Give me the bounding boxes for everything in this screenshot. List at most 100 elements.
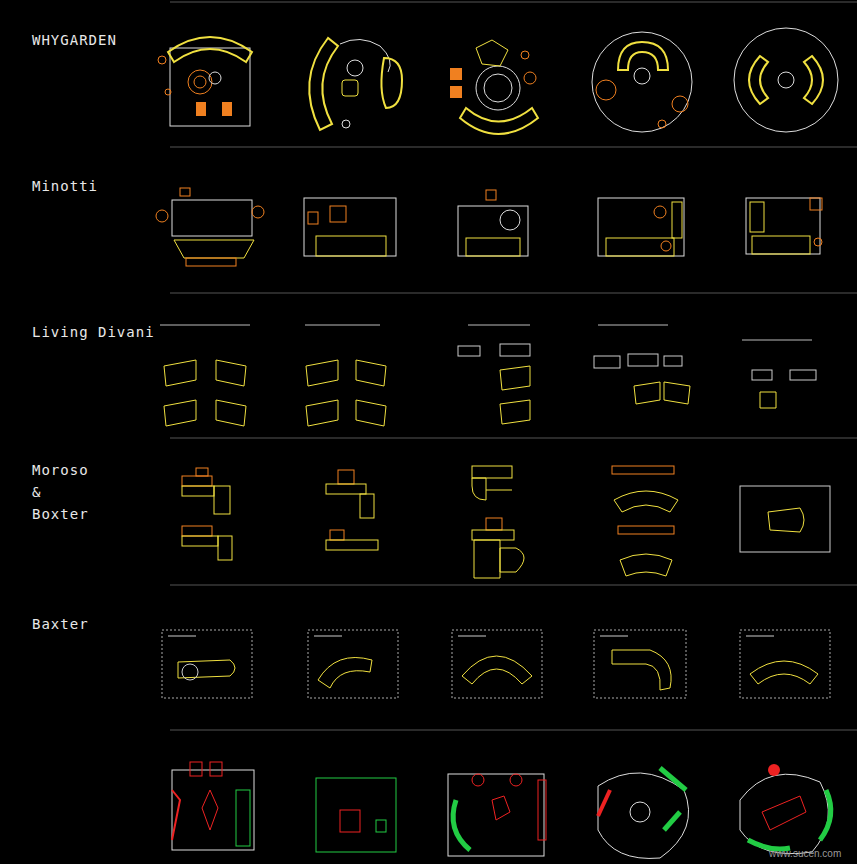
cad-stroke xyxy=(486,490,512,491)
cad-stroke xyxy=(308,630,398,698)
cad-stroke xyxy=(790,370,816,380)
cad-stroke xyxy=(510,774,522,786)
cad-stroke xyxy=(804,56,823,104)
brand-label: Baxter xyxy=(32,613,162,635)
baxter-titles xyxy=(168,636,774,637)
whygarden-plan-5 xyxy=(734,28,838,132)
whygarden-plan-3 xyxy=(450,40,538,134)
moroso-sofa-blocks xyxy=(182,466,830,578)
cad-stroke xyxy=(342,80,358,96)
whygarden-plan-2 xyxy=(309,38,402,130)
cad-stroke xyxy=(453,800,470,850)
cad-stroke xyxy=(500,400,530,424)
cad-stroke xyxy=(750,202,764,232)
cad-stroke xyxy=(214,486,230,514)
cad-stroke xyxy=(170,438,857,439)
cad-stroke xyxy=(160,325,250,326)
cad-stroke xyxy=(486,518,502,530)
cad-stroke xyxy=(594,630,686,698)
cad-stroke xyxy=(318,658,372,689)
cad-stroke xyxy=(664,812,680,830)
cad-stroke xyxy=(164,360,196,386)
cad-stroke xyxy=(810,198,822,210)
cad-stroke xyxy=(760,392,776,408)
cad-stroke xyxy=(182,664,198,680)
cad-stroke xyxy=(170,2,857,3)
cad-stroke xyxy=(326,484,366,494)
cad-stroke xyxy=(618,526,674,534)
cad-stroke xyxy=(618,42,668,70)
cad-stroke xyxy=(630,802,650,822)
cad-stroke xyxy=(170,585,857,586)
cad-stroke xyxy=(614,491,678,512)
cad-stroke xyxy=(168,636,196,637)
baxter-sofas xyxy=(178,650,818,690)
cad-stroke xyxy=(594,356,620,368)
cad-stroke xyxy=(196,468,208,476)
tiny-titles xyxy=(160,325,812,340)
cad-stroke xyxy=(462,656,532,684)
cad-stroke xyxy=(196,102,206,116)
cad-stroke xyxy=(742,340,812,341)
cad-stroke xyxy=(606,238,674,256)
cad-stroke xyxy=(309,38,338,130)
cad-stroke xyxy=(472,478,486,500)
cad-stroke xyxy=(236,790,250,846)
brand-label: WHYGARDEN xyxy=(32,29,162,51)
cad-stroke xyxy=(450,86,462,98)
cad-stroke xyxy=(768,764,780,776)
brand-label: Moroso & Boxter xyxy=(32,459,98,525)
cad-stroke xyxy=(592,32,692,132)
brand-label: Living Divani xyxy=(32,321,162,343)
cad-stroke xyxy=(168,37,252,62)
watermark: www.sucen.com xyxy=(769,848,853,860)
cad-stroke xyxy=(216,360,246,386)
cad-stroke xyxy=(612,466,674,474)
cad-stroke xyxy=(661,241,671,251)
cad-stroke xyxy=(472,530,514,540)
cad-stroke xyxy=(216,400,246,426)
cad-stroke xyxy=(598,773,689,859)
cad-stroke xyxy=(634,68,650,84)
cad-stroke xyxy=(356,360,386,386)
cad-stroke xyxy=(778,72,794,88)
cad-stroke xyxy=(210,762,222,776)
cad-stroke xyxy=(356,400,386,426)
cad-stroke xyxy=(672,202,682,238)
cad-stroke xyxy=(202,790,218,830)
cad-stroke xyxy=(306,360,338,386)
cad-stroke xyxy=(634,382,660,404)
cad-stroke xyxy=(486,190,496,200)
cad-stroke xyxy=(472,466,512,478)
cad-stroke xyxy=(466,238,520,256)
cad-stroke xyxy=(752,236,810,254)
cad-stroke xyxy=(316,236,386,256)
cad-stroke xyxy=(460,108,538,134)
cad-stroke xyxy=(308,212,318,224)
cad-stroke xyxy=(500,210,520,230)
cad-stroke xyxy=(746,198,820,254)
cad-stroke xyxy=(500,548,524,572)
cad-stroke xyxy=(314,636,342,637)
cad-stroke xyxy=(458,636,486,637)
cad-stroke xyxy=(598,325,668,326)
cad-stroke xyxy=(740,774,828,853)
cad-stroke xyxy=(458,346,480,356)
cad-stroke xyxy=(762,796,806,830)
cad-stroke xyxy=(170,730,857,731)
cad-stroke xyxy=(768,508,804,532)
cad-stroke xyxy=(376,820,386,832)
cad-stroke xyxy=(190,762,202,776)
cad-stroke xyxy=(156,210,168,222)
cad-stroke xyxy=(476,40,508,66)
cad-stroke xyxy=(342,120,350,128)
cad-stroke xyxy=(746,636,774,637)
cad-stroke xyxy=(326,540,378,550)
cad-stroke xyxy=(654,206,666,218)
cad-stroke xyxy=(612,650,671,690)
cad-stroke xyxy=(749,56,768,104)
cad-stroke xyxy=(472,774,484,786)
cad-stroke xyxy=(820,790,831,840)
